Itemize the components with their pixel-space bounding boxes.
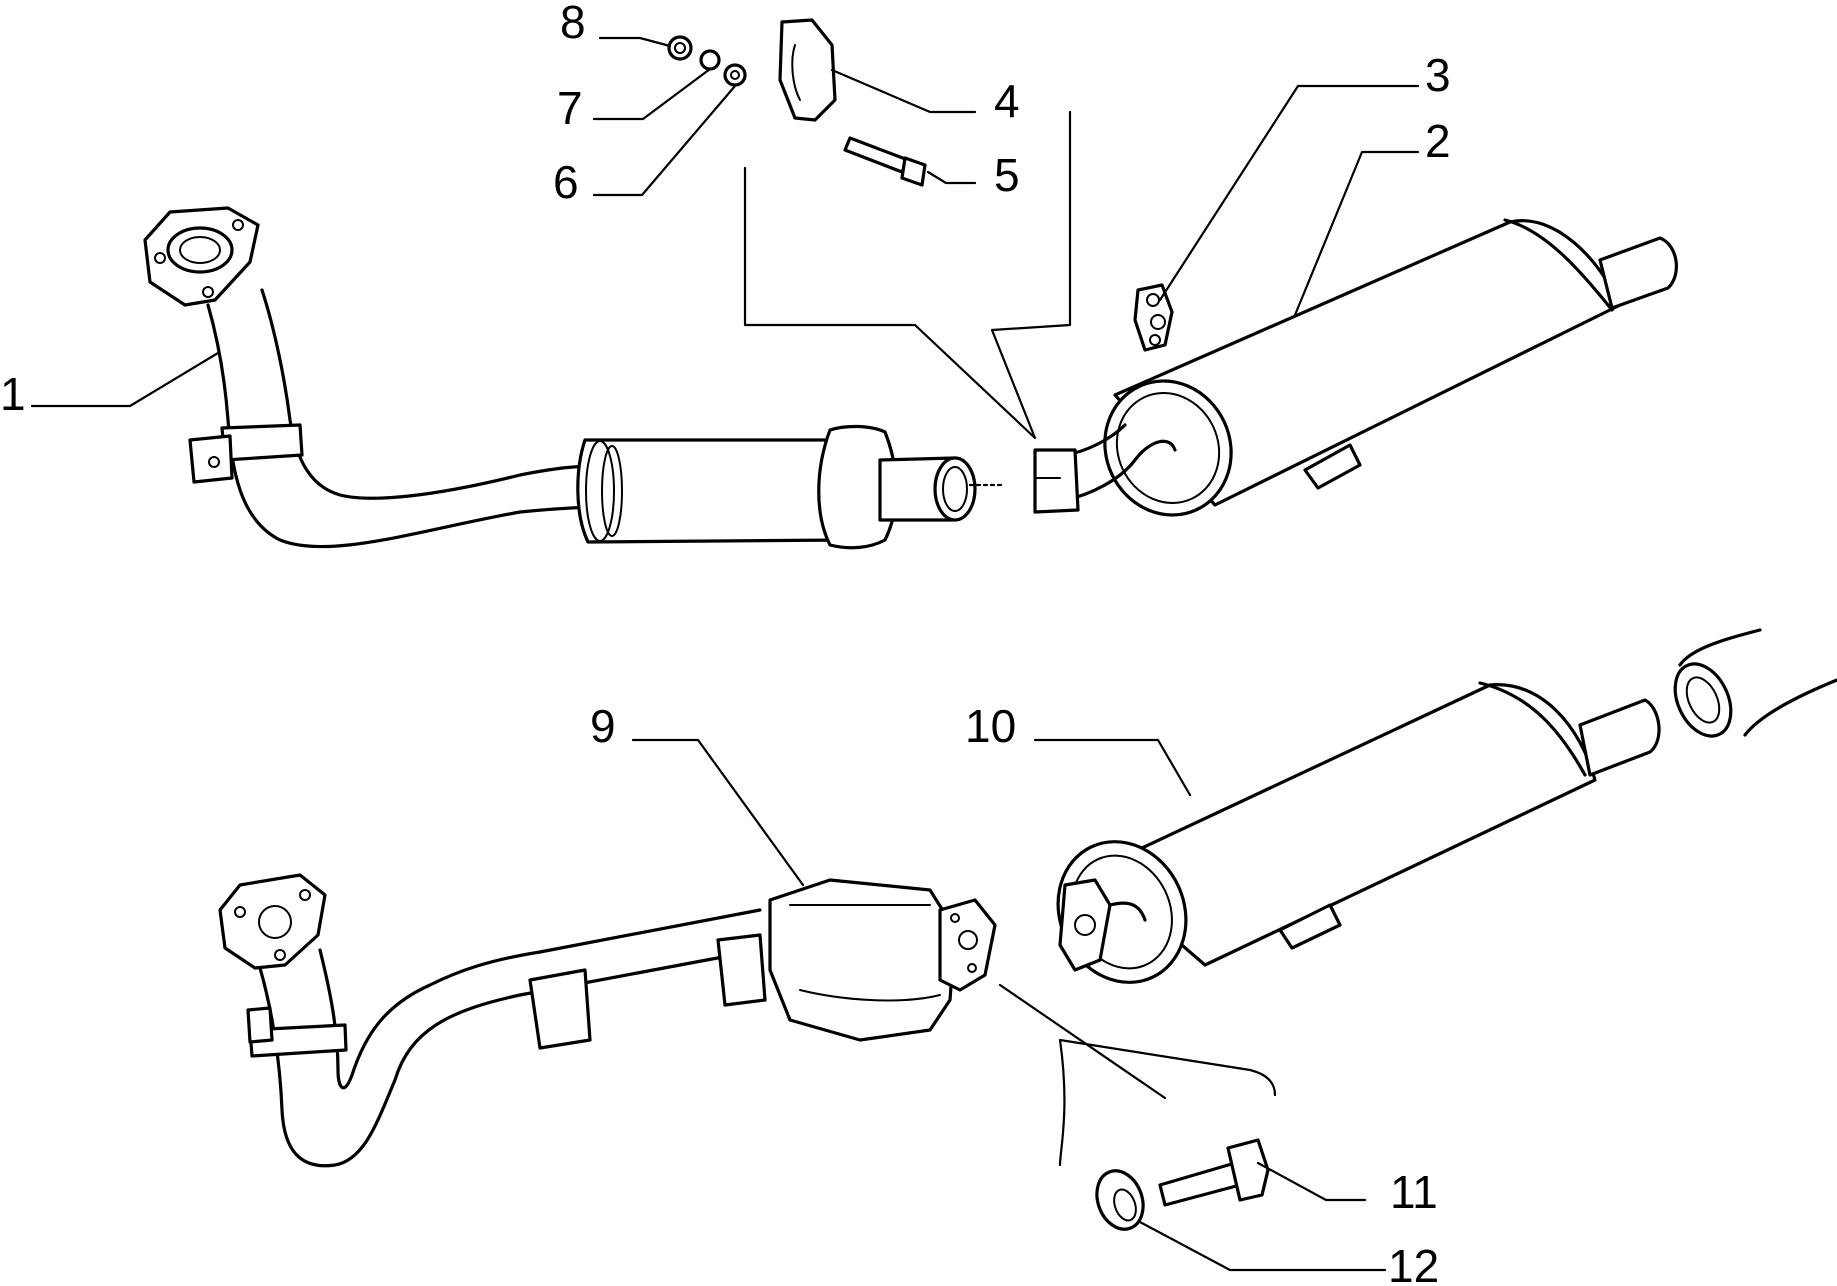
joint-indicator-lower	[998, 983, 1277, 1167]
leader-6	[592, 84, 737, 197]
leader-9	[631, 738, 805, 887]
bolt-part-5	[843, 136, 927, 187]
callout-6: 6	[553, 156, 579, 208]
leader-3	[1158, 84, 1420, 302]
front-pipe-part-1	[143, 206, 977, 550]
leader-2	[1293, 150, 1420, 317]
washer-part-7	[699, 49, 721, 71]
callout-8: 8	[560, 0, 586, 48]
leader-4	[830, 68, 977, 114]
washer-part-6	[723, 63, 747, 87]
leader-5	[926, 170, 977, 185]
callout-10: 10	[965, 700, 1016, 752]
bolt-part-11	[1158, 1138, 1270, 1207]
clamp-part-4	[778, 18, 837, 122]
leader-1	[30, 351, 220, 408]
callout-11: 11	[1390, 1166, 1438, 1218]
callout-7: 7	[557, 82, 583, 134]
leader-7	[592, 67, 712, 121]
callout-1: 1	[0, 368, 26, 420]
rear-silencer-part-10	[1056, 681, 1661, 984]
nut-part-8	[667, 35, 693, 61]
rubber-mount-part-3	[1133, 283, 1174, 352]
callout-12: 12	[1388, 1240, 1439, 1286]
rear-silencer-part-2	[1033, 218, 1678, 517]
joint-indicator-upper	[743, 110, 1072, 440]
callout-9: 9	[590, 700, 616, 752]
callout-5: 5	[994, 149, 1020, 201]
washer-part-12	[1095, 1169, 1145, 1231]
leader-lines	[30, 36, 1420, 1272]
callout-2: 2	[1425, 115, 1451, 167]
callout-4: 4	[994, 75, 1020, 127]
callout-3: 3	[1425, 49, 1451, 101]
leader-10	[1033, 738, 1192, 797]
leader-12	[1138, 1220, 1387, 1272]
leader-11	[1256, 1161, 1367, 1202]
leader-8	[598, 36, 672, 48]
front-pipe-catalyst-part-9	[218, 873, 997, 1168]
callout-labels: 1 2 3 4 5 6 7 8 9 10 11 12	[0, 0, 1451, 1286]
tailpipe-end	[1673, 628, 1837, 738]
